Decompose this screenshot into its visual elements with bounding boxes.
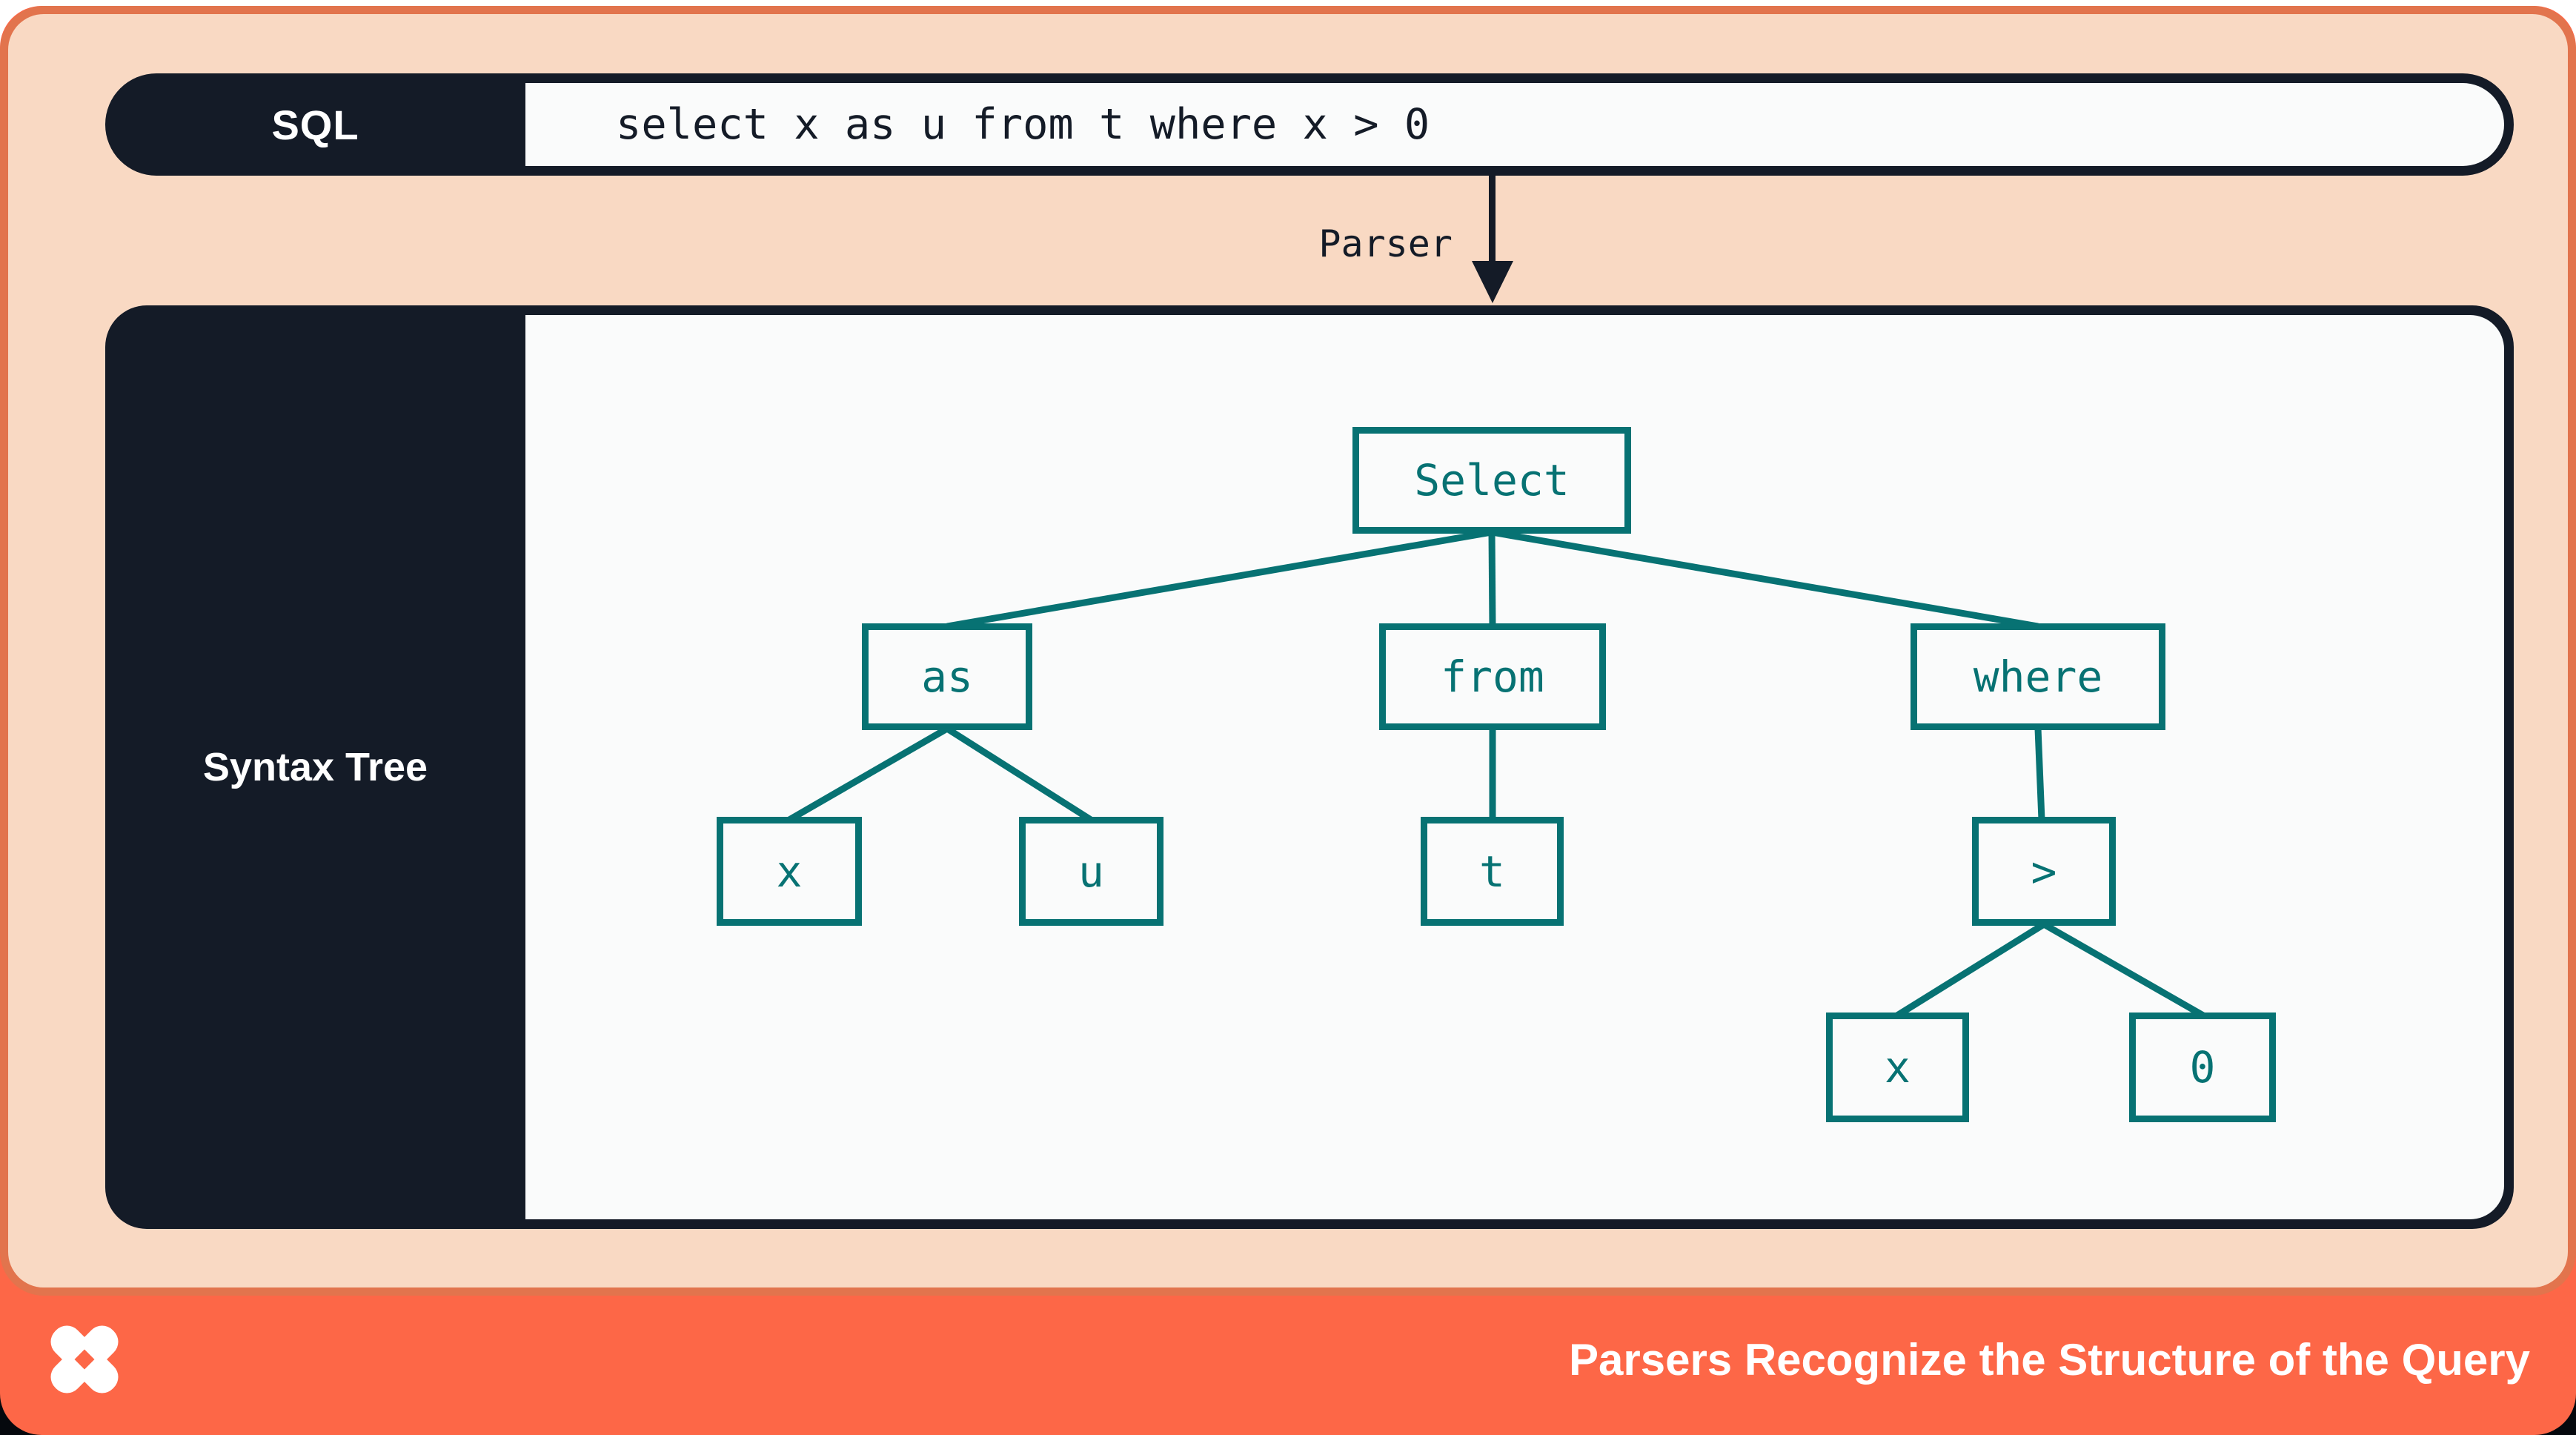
tree-edge-select-as	[946, 528, 1493, 630]
tree-edge-select-from	[1488, 531, 1496, 627]
footer-caption: Parsers Recognize the Structure of the Q…	[1568, 1335, 2530, 1385]
tree-node-zero: 0	[2129, 1013, 2276, 1122]
tree-edges	[787, 528, 2205, 1018]
tree-edge-as-x	[787, 726, 949, 823]
dolt-x-logo-icon	[50, 1325, 119, 1393]
tree-edge-gt-x	[1895, 921, 2046, 1018]
syntax-tree-diagram: Select as from where x u t > x 0	[105, 305, 2514, 1229]
tree-node-x-alias: x	[717, 817, 862, 926]
tree-edge-gt-zero	[2042, 921, 2205, 1018]
parser-arrow-line	[1489, 176, 1496, 266]
parser-arrow-head-icon	[1472, 261, 1513, 303]
tree-edge-as-u	[945, 726, 1093, 823]
tree-edge-select-where	[1491, 528, 2039, 630]
sql-query-text: select x as u from t where x > 0	[616, 100, 1430, 149]
tree-node-from: from	[1379, 623, 1606, 730]
tree-node-select: Select	[1352, 427, 1631, 534]
tree-node-u: u	[1019, 817, 1163, 926]
sql-code-area: select x as u from t where x > 0	[525, 83, 2504, 166]
sql-bar-label: SQL	[271, 101, 359, 148]
tree-node-gt: >	[1972, 817, 2116, 926]
tree-node-as: as	[862, 623, 1032, 730]
syntax-tree-panel: Syntax Tree Select as from where	[105, 305, 2514, 1229]
tree-node-t: t	[1421, 817, 1564, 926]
tree-node-x-cond: x	[1826, 1013, 1969, 1122]
sql-bar: select x as u from t where x > 0 SQL	[105, 73, 2514, 176]
tree-node-where: where	[1911, 623, 2165, 730]
tree-edge-where-gt	[2034, 728, 2045, 821]
parser-label: Parser	[1318, 222, 1453, 265]
syntax-tree-panel-label: Syntax Tree	[202, 745, 428, 789]
